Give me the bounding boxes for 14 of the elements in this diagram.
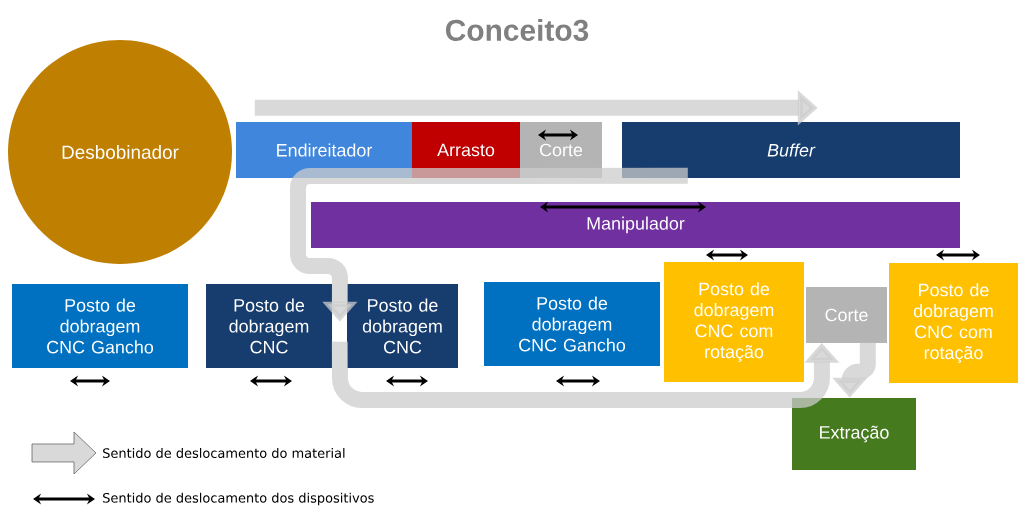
station-box: Posto de dobragem CNC Gancho — [12, 284, 188, 368]
station-box: Posto de dobragem CNC Gancho — [484, 282, 660, 366]
station-box: Endireitador — [236, 122, 412, 178]
station-box: Extração — [792, 398, 916, 470]
station-box: Buffer — [622, 122, 960, 178]
station-box: Posto de dobragem CNC — [347, 284, 458, 368]
title: Conceito3 — [446, 19, 589, 41]
station-box: Posto de dobragem CNC com rotação — [664, 262, 804, 382]
station-box: Manipulador — [311, 202, 960, 248]
legend-text: Sentido de deslocamento do material — [103, 447, 345, 458]
station-box: Corte — [806, 287, 887, 343]
station-box: Posto de dobragem CNC com rotação — [889, 263, 1018, 383]
legend-text: Sentido de deslocamento dos dispositivos — [103, 492, 374, 506]
station-box: Posto de dobragem CNC — [206, 284, 332, 368]
